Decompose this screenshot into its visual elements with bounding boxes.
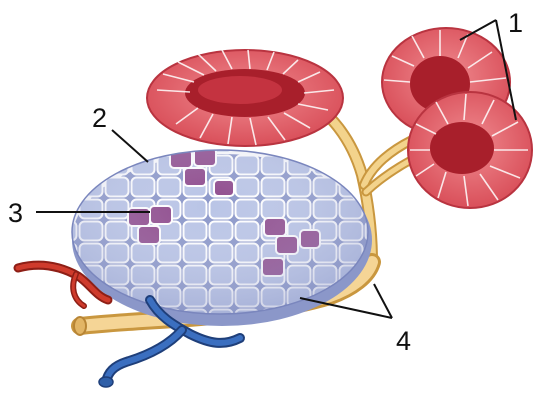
acinus-top — [147, 50, 343, 146]
label-4: 4 — [396, 326, 411, 356]
label-3: 3 — [8, 198, 23, 228]
label-1: 1 — [508, 8, 523, 38]
label-2: 2 — [92, 103, 107, 133]
